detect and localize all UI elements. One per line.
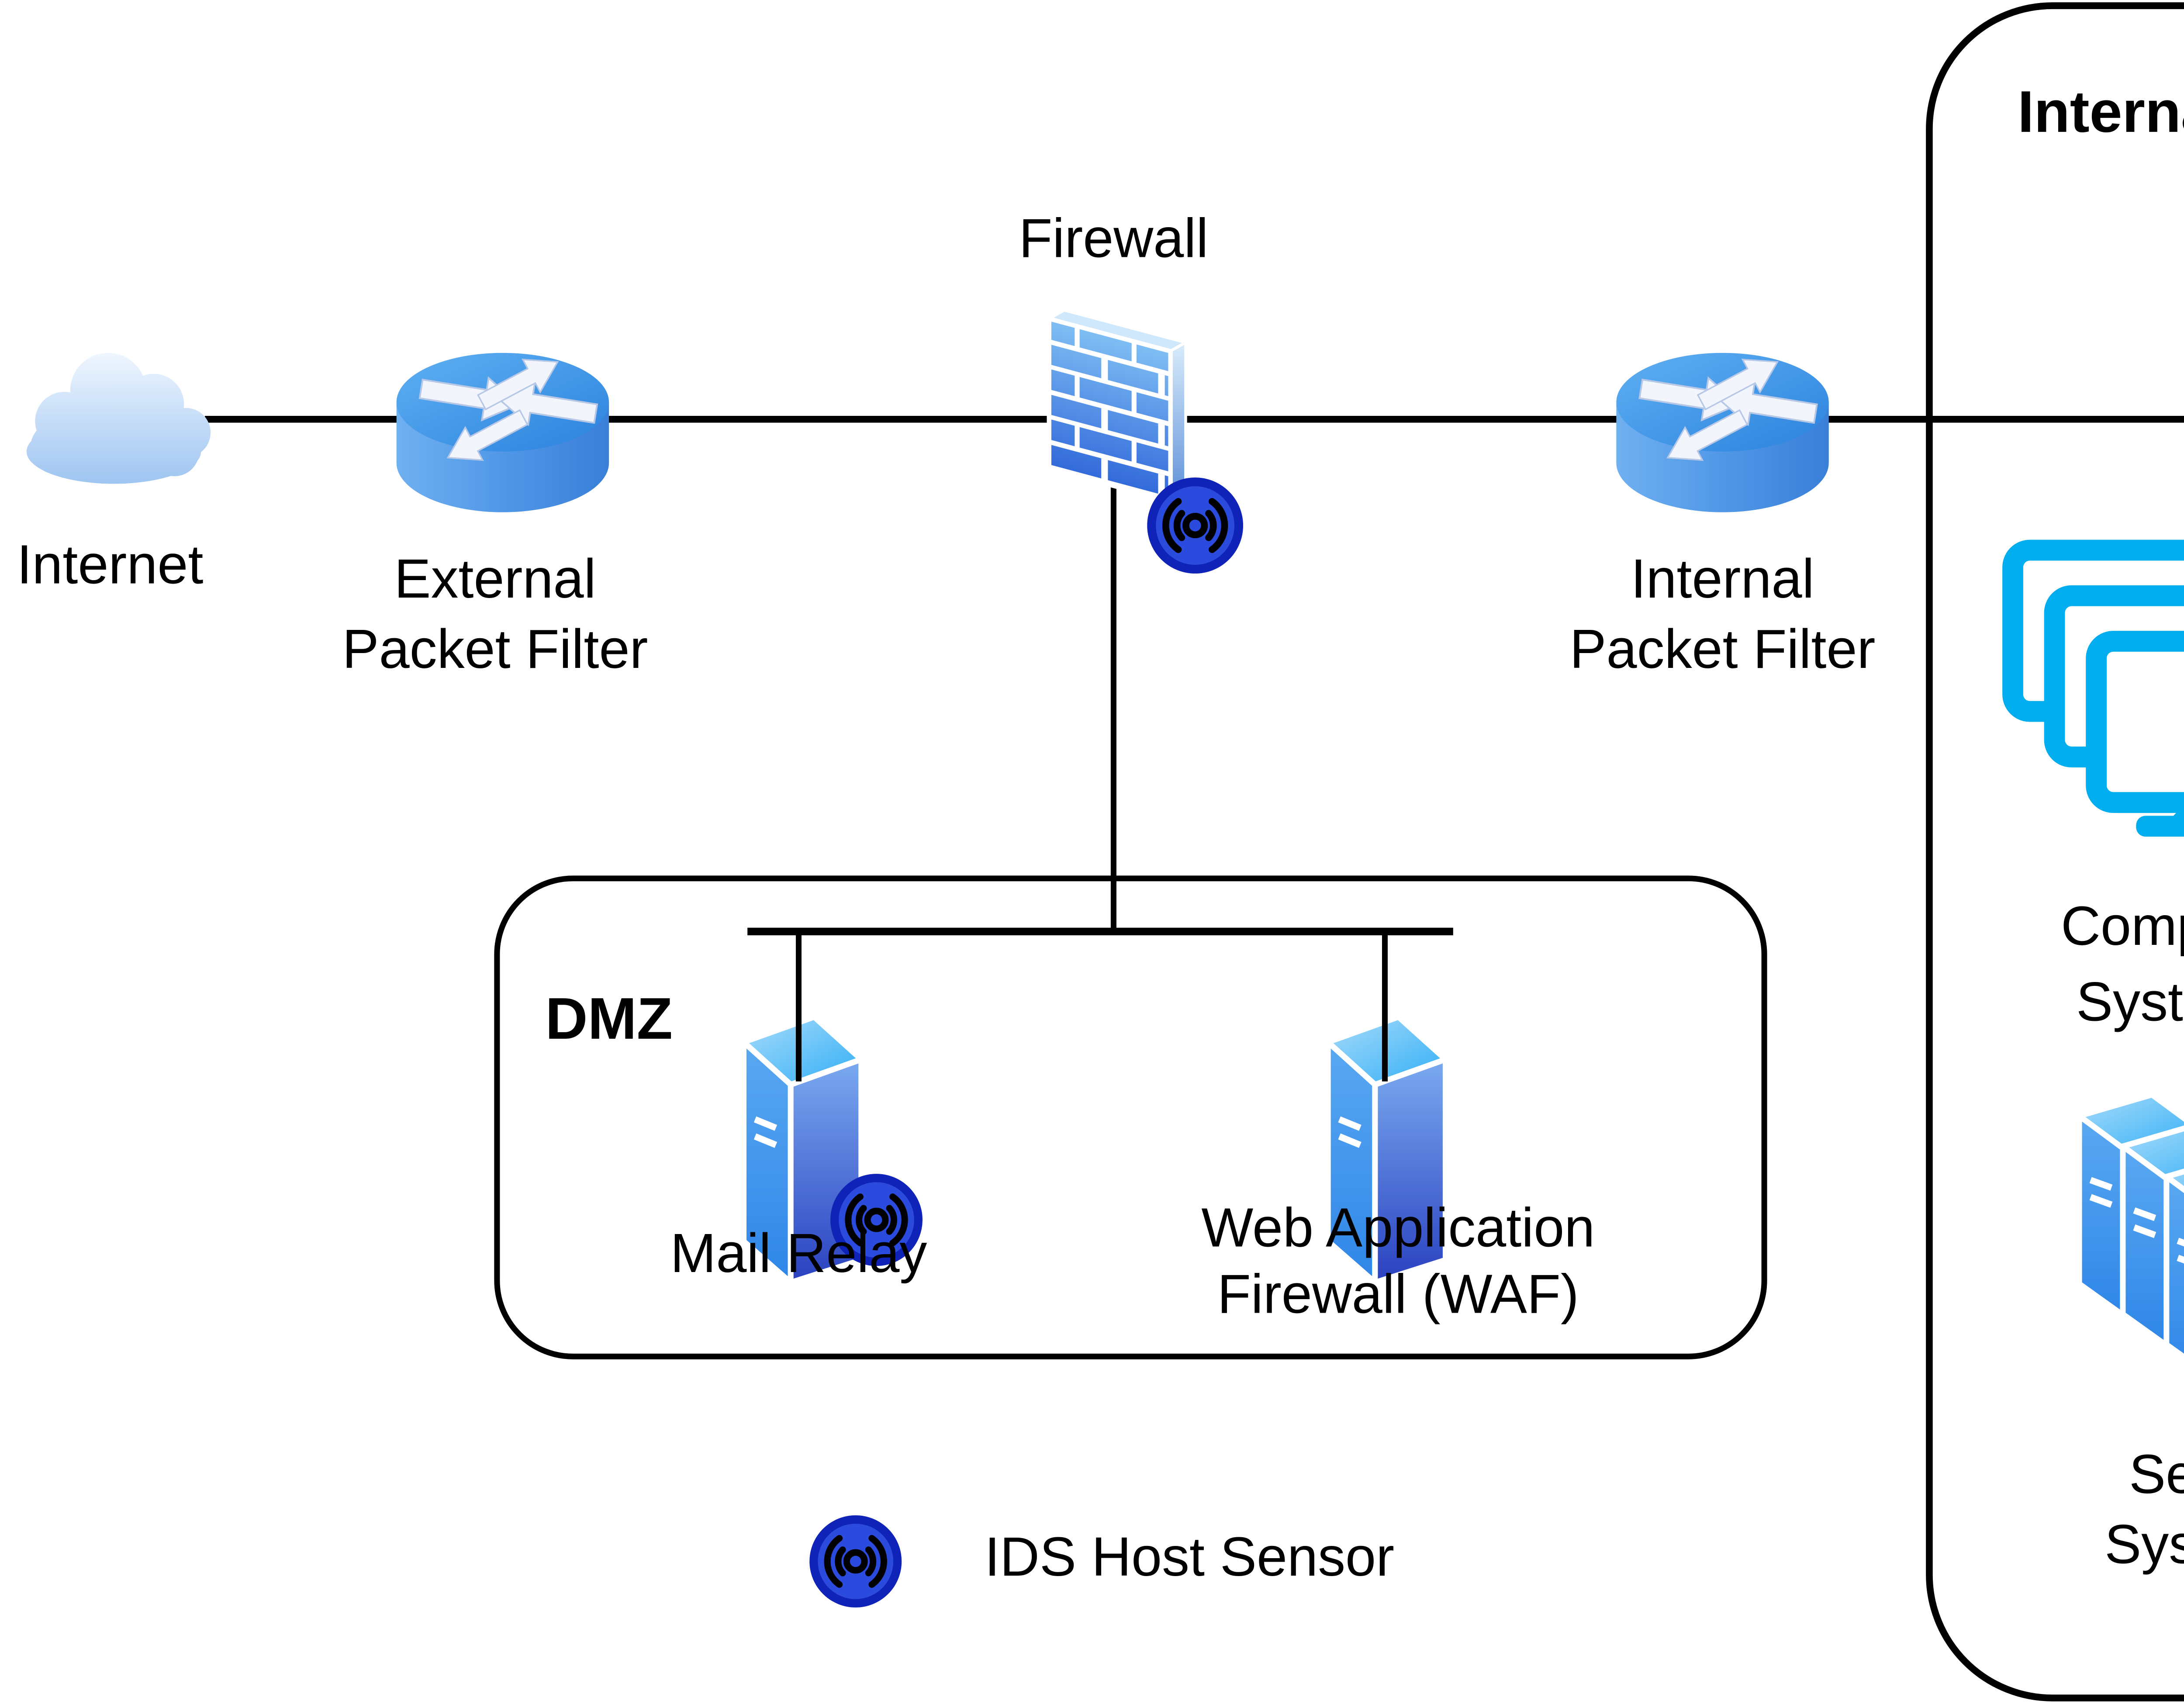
dmz-zone-title: DMZ — [545, 985, 673, 1052]
external-packet-filter-label: External Packet Filter — [342, 550, 648, 681]
waf-icon — [1325, 1014, 1448, 1286]
server-systems-label: Server Systems — [2105, 1445, 2184, 1577]
waf-label: Web Application Firewall (WAF) — [1201, 1199, 1595, 1326]
computer-systems-icon — [2002, 539, 2184, 837]
firewall-label: Firewall — [1019, 209, 1209, 270]
legend-ids-host-sensor-label: IDS Host Sensor — [985, 1528, 1395, 1589]
firewall-icon — [1045, 308, 1190, 504]
internal-network-zone-box — [1926, 2, 2184, 1701]
internet-label: Internet — [17, 536, 204, 597]
computer-systems-label: Computer Systems — [2061, 897, 2184, 1034]
external-packet-filter-icon — [396, 345, 609, 512]
mail-relay-label: Mail Relay — [670, 1224, 927, 1286]
internal-packet-filter-label: Internal Packet Filter — [1569, 550, 1876, 681]
internal-network-zone-title: Internal Network — [2018, 79, 2184, 145]
internet-cloud-icon — [26, 353, 211, 484]
server-systems-icon — [2076, 1092, 2184, 1361]
internal-packet-filter-icon — [1616, 345, 1829, 512]
dmz-zone-box — [494, 875, 1767, 1359]
